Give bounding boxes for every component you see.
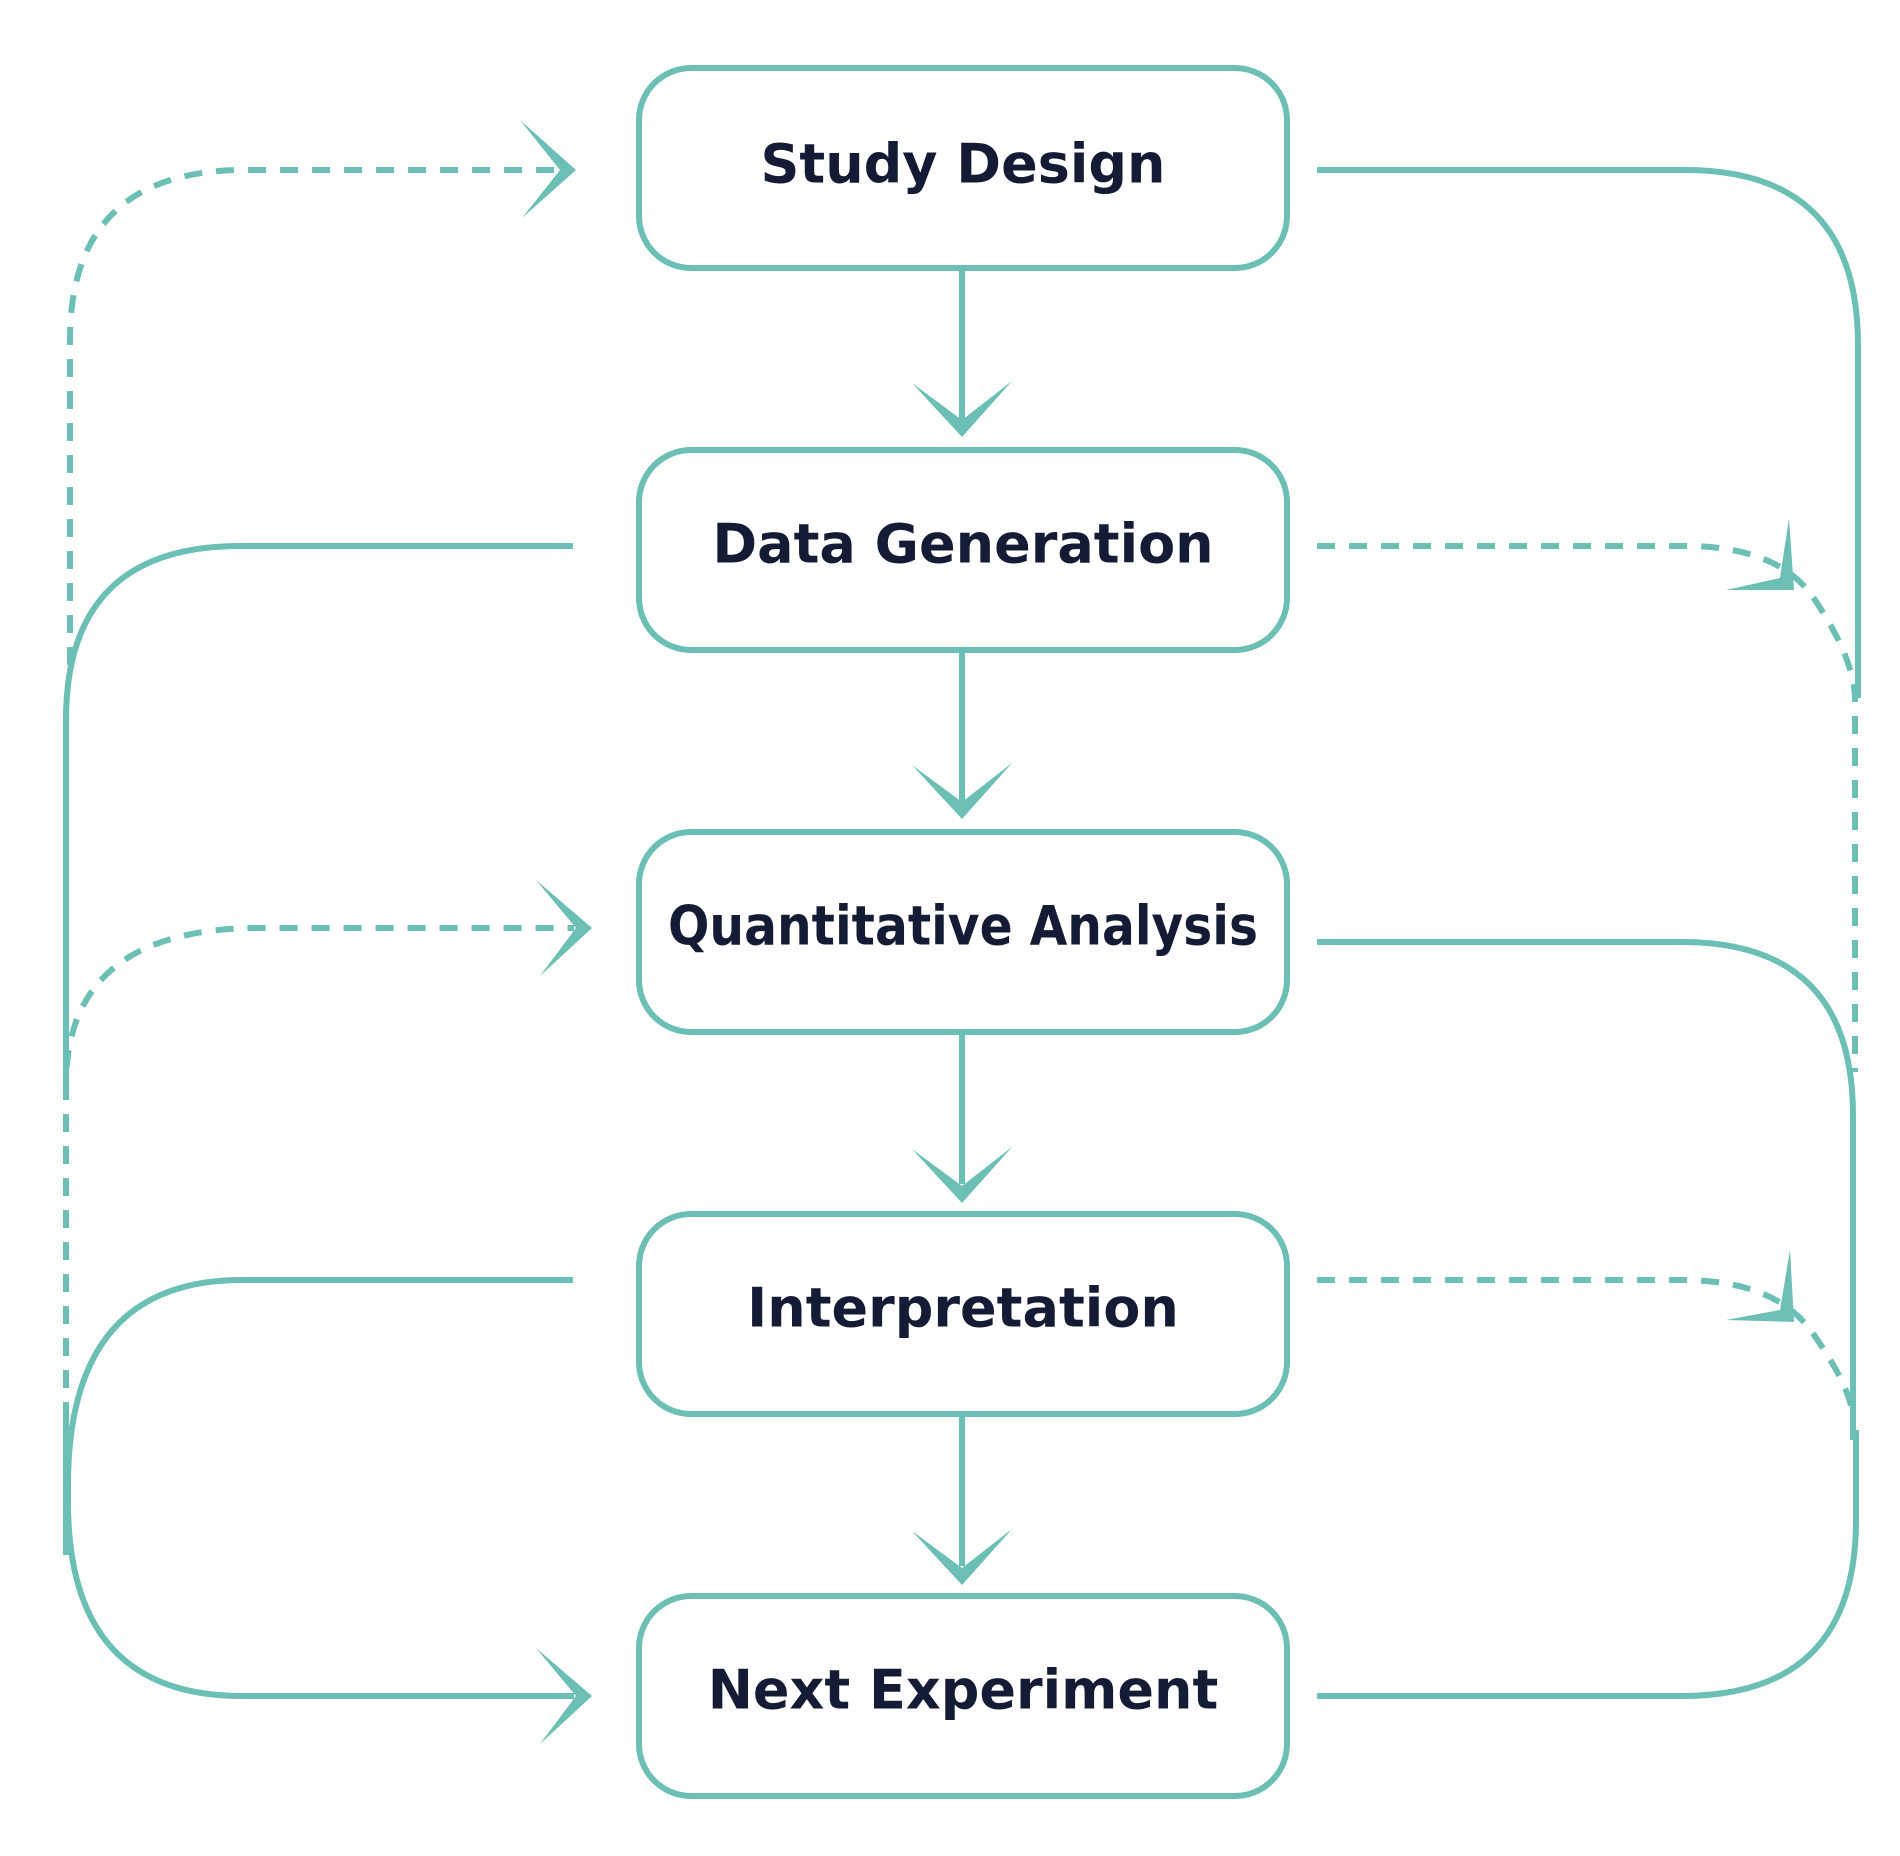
node-label: Interpretation [747, 1277, 1179, 1340]
node-data-generation: Data Generation [636, 447, 1290, 653]
solid-loop-from-study-design [1317, 167, 1861, 698]
node-box [636, 1211, 1290, 1417]
node-box [636, 1593, 1290, 1799]
solid-loop-to-next-experiment [1317, 1430, 1859, 1699]
arrowhead-down-right-icon [1726, 1250, 1794, 1322]
right-loops [1317, 167, 1861, 1699]
node-study-design: Study Design [636, 65, 1290, 271]
node-label: Quantitative Analysis [668, 895, 1258, 958]
dashed-loop-from-interpretation [1317, 1277, 1856, 1421]
solid-loop-from-data-generation [63, 543, 573, 1085]
node-label: Study Design [761, 133, 1166, 196]
main-flow-connectors [912, 270, 1012, 1585]
solid-loop-from-analysis [1317, 939, 1856, 1440]
node-quantitative-analysis: Quantitative Analysis [636, 829, 1290, 1035]
arrowhead-down-icon [912, 763, 1012, 819]
arrowhead-down-icon [912, 1147, 1012, 1203]
arrowhead-down-icon [912, 381, 1012, 437]
node-interpretation: Interpretation [636, 1211, 1290, 1417]
arrowhead-right-icon [536, 880, 592, 976]
solid-loop-interpretation-to-next [65, 1277, 574, 1699]
node-box [636, 829, 1290, 1035]
left-loops [63, 120, 592, 1744]
arrowhead-down-right-icon [1726, 518, 1794, 590]
dashed-loop-to-analysis [63, 925, 574, 1420]
dashed-loop-from-data-generation [1317, 543, 1858, 1072]
arrowhead-right-icon [520, 120, 576, 218]
node-label: Next Experiment [708, 1659, 1219, 1722]
arrowhead-right-icon [536, 1648, 592, 1744]
node-next-experiment: Next Experiment [636, 1593, 1290, 1799]
arrowhead-down-icon [912, 1529, 1012, 1585]
dashed-loop-to-study-design [67, 167, 556, 665]
node-label: Data Generation [712, 513, 1213, 576]
node-box [636, 65, 1290, 271]
node-box [636, 447, 1290, 653]
